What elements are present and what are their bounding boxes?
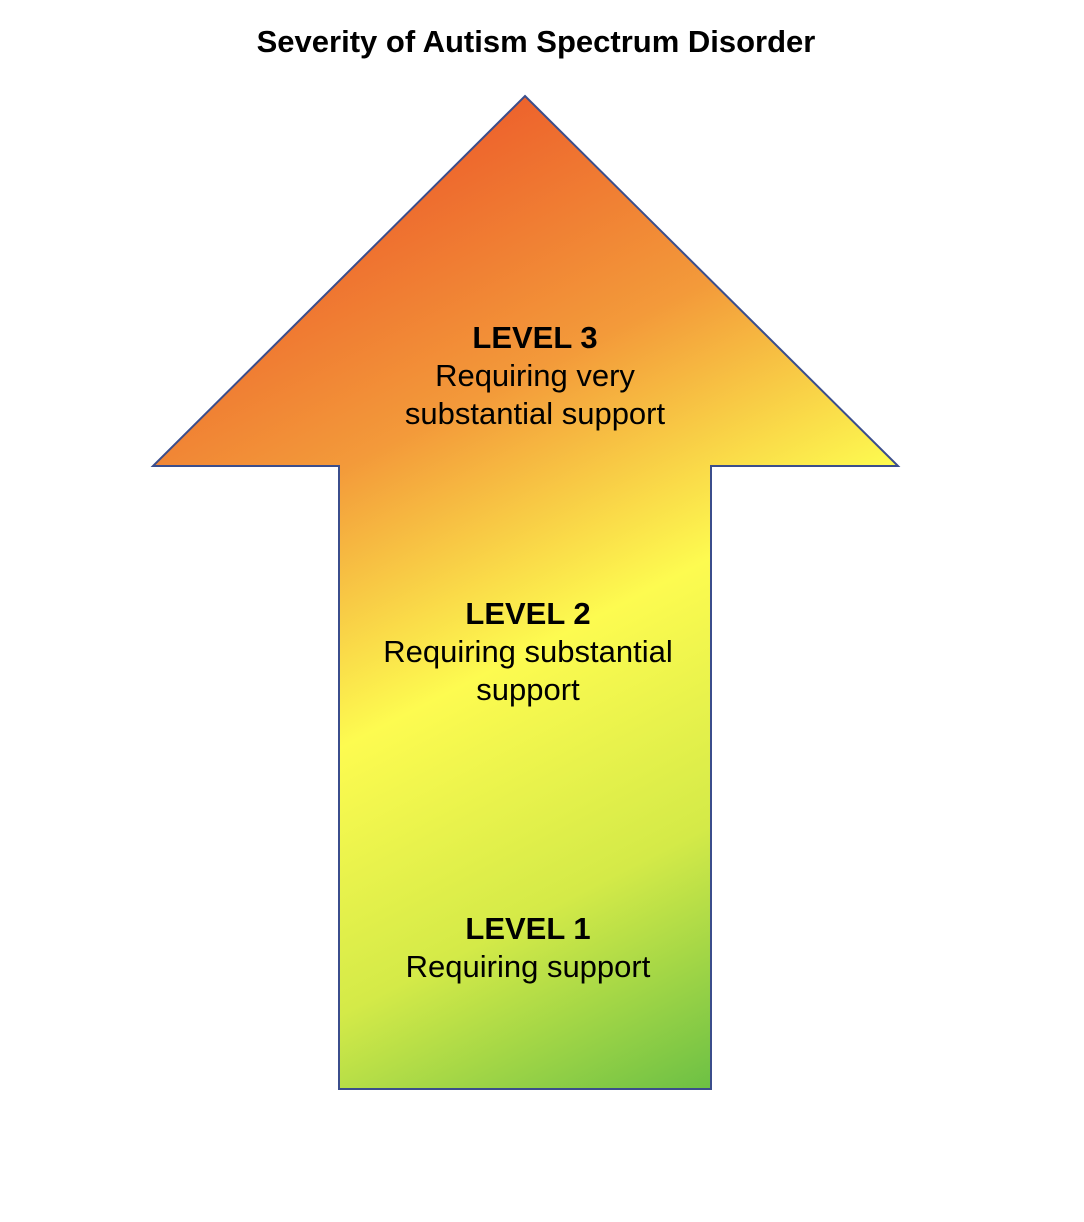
- level-2-description-line-2: support: [476, 672, 580, 707]
- diagram-title: Severity of Autism Spectrum Disorder: [256, 24, 816, 59]
- level-2-block: LEVEL 2 Requiring substantial support: [330, 595, 726, 709]
- level-2-heading: LEVEL 2: [465, 596, 591, 631]
- level-2-description-line-1: Requiring substantial: [383, 634, 673, 669]
- level-1-description-line-1: Requiring support: [405, 949, 651, 984]
- level-3-block: LEVEL 3 Requiring very substantial suppo…: [360, 319, 710, 433]
- level-1-heading: LEVEL 1: [465, 911, 591, 946]
- level-3-description-line-2: substantial support: [404, 396, 666, 431]
- level-3-heading: LEVEL 3: [472, 320, 598, 355]
- level-1-block: LEVEL 1 Requiring support: [340, 910, 716, 986]
- level-3-description-line-1: Requiring very: [435, 358, 635, 393]
- arrow-shape: [150, 94, 901, 1090]
